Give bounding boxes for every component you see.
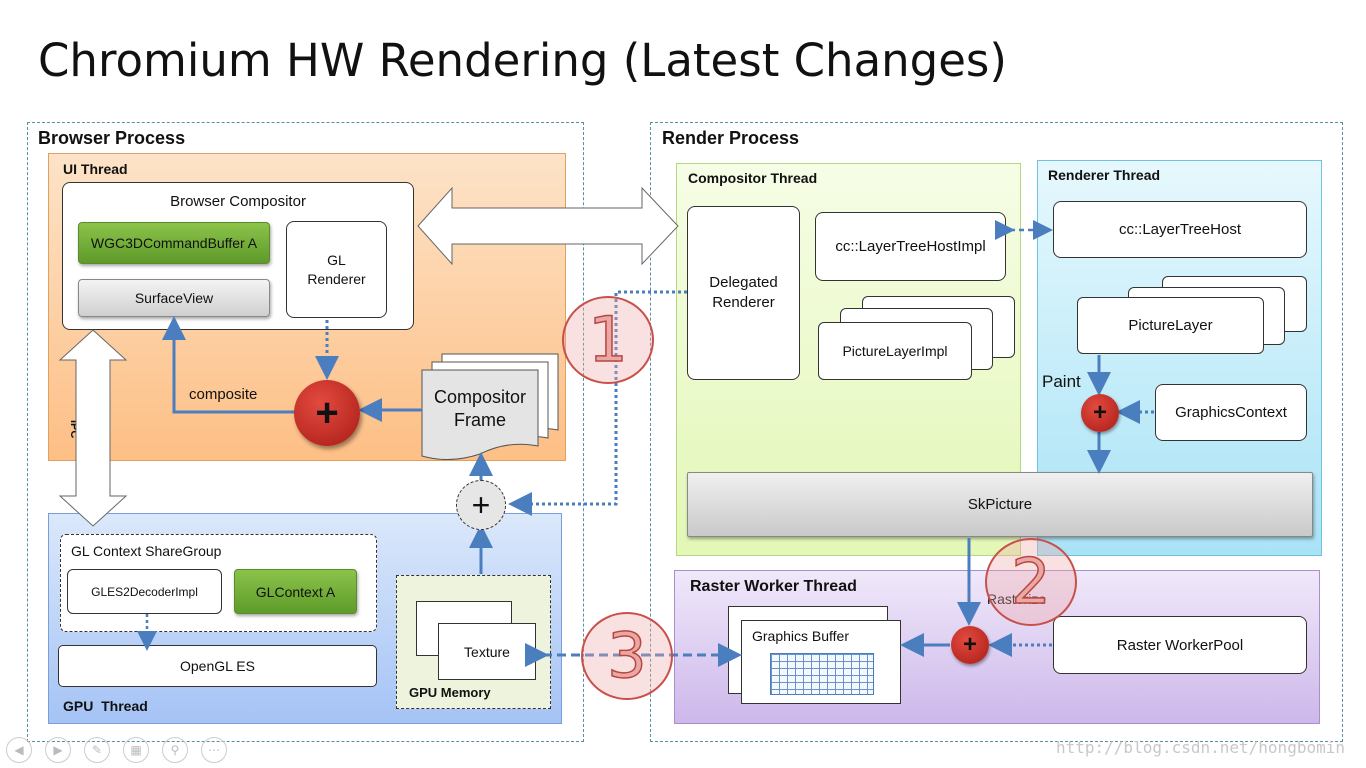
gl-context-a: GLContext A	[234, 569, 357, 614]
wgc3d-command-buffer: WGC3DCommandBuffer A	[78, 222, 270, 264]
raster-worker-pool: Raster WorkerPool	[1053, 616, 1307, 674]
raster-worker-thread-label: Raster Worker Thread	[690, 578, 857, 595]
render-process-label: Render Process	[662, 128, 800, 148]
graphics-context: GraphicsContext	[1155, 384, 1307, 441]
compositor-frame-label: Compositor Frame	[433, 387, 527, 430]
ui-thread-label: UI Thread	[63, 161, 128, 177]
slide-title: Chromium HW Rendering (Latest Changes)	[38, 34, 1007, 87]
browser-process-label: Browser Process	[38, 128, 186, 148]
step-marker-1: 1	[562, 296, 654, 384]
picture-layer: PictureLayer	[1077, 297, 1264, 354]
step-number-3: 3	[607, 619, 648, 692]
raster-plus-circle: +	[951, 626, 989, 664]
merge-plus-circle: +	[456, 480, 506, 530]
composite-label: composite	[189, 386, 258, 403]
pen-icon[interactable]: ✎	[84, 737, 110, 763]
composite-plus-sign: +	[315, 391, 339, 435]
graphics-buffer: Graphics Buffer	[741, 620, 901, 704]
slide-controls: ◀ ▶ ✎ ▦ ⚲ ⋯	[6, 737, 227, 763]
more-options-icon[interactable]: ⋯	[201, 737, 227, 763]
watermark: http://blog.csdn.net/hongbomin	[1056, 738, 1345, 757]
raster-plus-sign: +	[962, 631, 977, 658]
paint-label: Paint	[1042, 372, 1081, 391]
renderer-thread-label: Renderer Thread	[1048, 167, 1161, 183]
gpu-thread-label: GPU Thread	[63, 698, 148, 714]
picture-layer-impl: PictureLayerImpl	[818, 322, 972, 380]
layer-tree-host: cc::LayerTreeHost	[1053, 201, 1307, 258]
browser-compositor-label: Browser Compositor	[170, 193, 306, 210]
step-number-2: 2	[1011, 545, 1052, 618]
gpu-memory-label: GPU Memory	[409, 685, 491, 700]
previous-slide-icon[interactable]: ◀	[6, 737, 32, 763]
compositor-thread-label: Compositor Thread	[688, 170, 818, 186]
texture: Texture	[438, 623, 536, 680]
paint-plus-circle: +	[1081, 394, 1119, 432]
gles2-decoder-impl: GLES2DecoderImpl	[67, 569, 222, 614]
layer-tree-host-impl: cc::LayerTreeHostImpl	[815, 212, 1006, 281]
step-marker-2: 2	[985, 538, 1077, 626]
zoom-icon[interactable]: ⚲	[162, 737, 188, 763]
next-slide-icon[interactable]: ▶	[45, 737, 71, 763]
composite-plus-circle: +	[294, 380, 360, 446]
gl-renderer: GL Renderer	[286, 221, 387, 318]
paint-plus-sign: +	[1092, 399, 1107, 426]
ipc-vertical-label: IPC	[68, 420, 80, 439]
delegated-renderer: Delegated Renderer	[687, 206, 800, 380]
step-marker-3: 3	[581, 612, 673, 700]
sharegroup-label: GL Context ShareGroup	[71, 543, 222, 559]
step-number-1: 1	[588, 303, 629, 376]
graphics-buffer-label: Graphics Buffer	[752, 628, 850, 644]
merge-plus-sign: +	[471, 487, 491, 523]
surface-view: SurfaceView	[78, 279, 270, 317]
slides-grid-icon[interactable]: ▦	[123, 737, 149, 763]
sk-picture: SkPicture	[687, 472, 1313, 537]
opengl-es: OpenGL ES	[58, 645, 377, 687]
raster-grid	[770, 653, 874, 695]
